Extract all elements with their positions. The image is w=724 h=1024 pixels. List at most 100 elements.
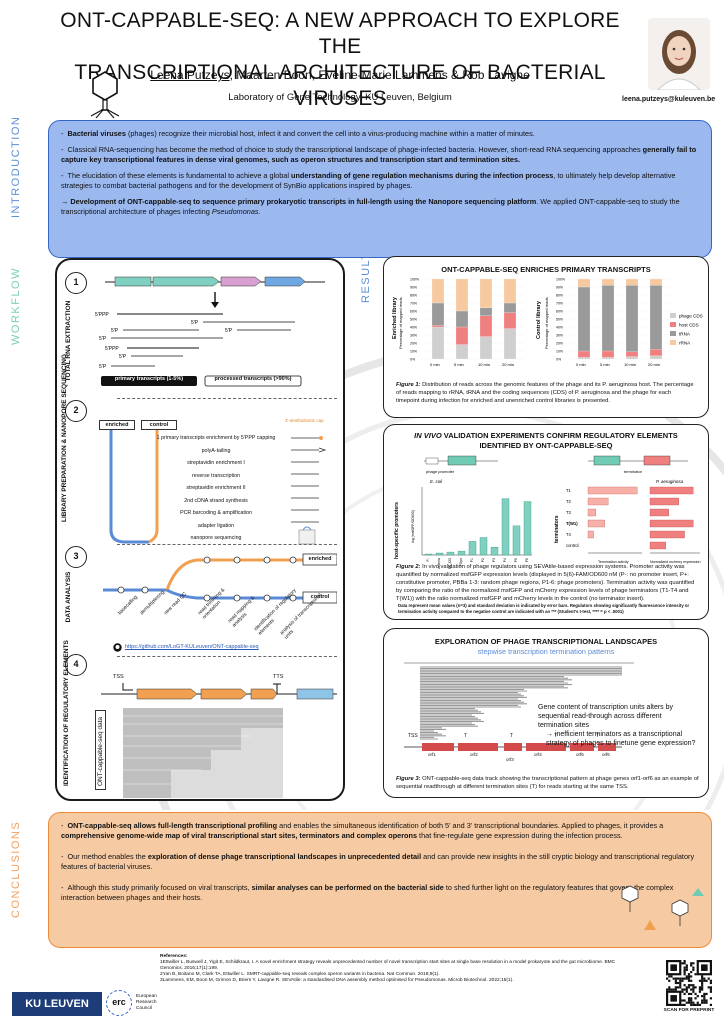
qr-module-11-12 — [692, 984, 695, 987]
fig2-promoter-bar-5 — [479, 537, 488, 556]
qr-module-3-9 — [685, 966, 688, 969]
fig1-bar-1-0-1 — [577, 350, 591, 358]
qr-module-13-15 — [698, 988, 702, 991]
github-link[interactable]: https://github.com/LoGT-KULeuven/ONT-cap… — [125, 644, 259, 650]
fig1-panel-label-1: Control library — [536, 300, 542, 339]
qr-module-15-8 — [683, 992, 686, 996]
qr-module-1-11 — [690, 962, 693, 965]
prep-step-8: adapter ligation — [197, 522, 235, 529]
qr-module-9-16 — [701, 979, 704, 982]
affiliation: Laboratory of Gene Technology, KU Leuven… — [228, 92, 452, 103]
fig1-ytick-1-10: 0% — [556, 358, 561, 362]
other-authors: , Maarten Boon, Eveline-Marie Lammens & … — [229, 68, 530, 82]
qr-module-12-12 — [692, 986, 695, 989]
qr-module-19-14 — [696, 1001, 699, 1004]
qr-module-1-8 — [683, 962, 686, 965]
qr-module-10-16 — [701, 981, 704, 985]
fig1-panel-label-0: Enriched library — [392, 296, 398, 339]
qr-module-7-11 — [690, 975, 693, 978]
fig1-ytick-0-7: 30% — [410, 334, 417, 338]
reference-3: 3Lammens, EM, Boon M, Grimon D, Briers Y… — [160, 978, 514, 983]
fig1-bar-1-0-2 — [577, 286, 591, 352]
fig1-bar-0-2-3 — [479, 278, 493, 308]
biotin-note: 3'-desthiobiotin cap — [285, 418, 324, 423]
fig2-term-row-label-1: T2 — [566, 499, 572, 504]
fig2-xlabel-mcherry: Normalized mcherry expression — [650, 560, 701, 564]
fig1-bar-1-1-2 — [601, 285, 615, 352]
label-5ppp-3: 5'PPP — [105, 346, 119, 352]
qr-module-1-12 — [692, 962, 695, 965]
figure-1-caption-label: Figure 1: — [396, 382, 421, 388]
qr-module-6-8 — [683, 973, 686, 976]
fig2-term-activity-0 — [587, 486, 638, 495]
qr-module-7-10 — [687, 975, 691, 978]
fig1-ytick-1-1: 90% — [556, 286, 563, 290]
conclusion-1-bold: ONT-cappable-seq allows full-length tran… — [67, 821, 278, 830]
qr-module-12-15 — [698, 986, 702, 989]
fig2-promoter-xtick-8: P5 — [514, 558, 518, 562]
contact-email[interactable]: leena.putzeys@kuleuven.be — [622, 96, 716, 103]
qr-module-10-20 — [709, 981, 712, 985]
fig2-term-activity-4 — [587, 530, 594, 539]
fig2-mcherry-bar-5 — [649, 541, 666, 550]
qr-module-20-12 — [692, 1003, 695, 1006]
qr-module-11-10 — [687, 984, 691, 987]
qr-module-7-2 — [670, 975, 673, 978]
qr-module-18-11 — [690, 999, 693, 1002]
control-tag: control — [141, 420, 177, 430]
fig2-promoter-xtick-3: PSyn — [459, 558, 463, 566]
qr-module-8-19 — [707, 977, 710, 980]
qr-module-11-8 — [683, 984, 686, 987]
qr-module-10-6 — [679, 981, 682, 985]
fig2-promoter-xtick-6: P3 — [492, 558, 496, 562]
qr-module-4-9 — [685, 968, 688, 971]
qr-module-20-13 — [694, 1003, 697, 1006]
figure-3-note-2: → inefficient terminators as a transcrip… — [546, 731, 696, 747]
prep-step-2: polyA-tailing — [201, 447, 231, 454]
conclusion-2-bold: exploration of dense phage transcription… — [147, 852, 422, 861]
label-5p-1: 5'P — [191, 320, 199, 326]
fig1-bar-1-3-2 — [649, 285, 663, 350]
qr-module-10-5 — [676, 981, 680, 985]
fig2-term-activity-3 — [587, 519, 605, 528]
tss-label: TSS — [113, 674, 124, 680]
fig2-promoter-xtick-2: PBBa_J23 — [448, 558, 452, 569]
qr-module-8-17 — [703, 977, 706, 980]
fig2-promoter-bar-9 — [523, 501, 532, 556]
fig2-term-row-label-4: T4 — [566, 532, 572, 537]
figure-1-caption-text: Distribution of reads across the genomic… — [396, 382, 694, 404]
enriched-output: enriched — [308, 556, 332, 562]
control-output: control — [310, 594, 330, 600]
fig1-legend-label-2: tRNA — [679, 332, 691, 337]
fig1-xtick-0-1: 5 min — [454, 362, 464, 367]
orf4-label: orf4 — [534, 752, 542, 757]
fig2-promoter-bar-7 — [501, 498, 510, 556]
qr-module-12-1 — [668, 986, 671, 989]
qr-module-13-20 — [709, 988, 712, 991]
qr-module-8-8 — [683, 977, 686, 980]
qr-module-13-3 — [672, 988, 675, 991]
conclusion-1-text-b: that fine-regulate gene expression durin… — [417, 831, 623, 840]
intro-p3-bold: understanding of gene regulation mechani… — [291, 171, 554, 180]
conclusion-1-text-a: and enables the simultaneous identificat… — [277, 821, 664, 830]
qr-module-19-17 — [703, 1001, 706, 1004]
qr-module-19-18 — [705, 1001, 708, 1004]
qr-module-8-6 — [679, 977, 682, 980]
fig2-mcherry-bar-3 — [649, 519, 694, 528]
rna-extraction-diagram: 5'PPP 5'P 5'P 5'P 5'P 5'PPP 5'P 5'P — [95, 276, 325, 387]
fig1-ytick-1-2: 80% — [556, 294, 563, 298]
title-line-1: ONT-CAPPABLE-SEQ: A NEW APPROACH TO EXPL… — [60, 9, 620, 58]
qr-module-16-17 — [703, 995, 706, 998]
qr-code-icon[interactable] — [666, 960, 712, 1006]
qr-module-9-4 — [674, 979, 677, 982]
fig1-xtick-1-3: 20 min — [648, 362, 660, 367]
figure-2-title-italic: IN VIVO — [414, 431, 442, 440]
figure-3-t1: T — [464, 733, 468, 739]
fig2-term-row-label-3: T(W1) — [566, 521, 578, 526]
qr-module-2-9 — [685, 964, 688, 967]
gene-4 — [264, 276, 306, 287]
references: References: 1Ettwiller L, Buswell J, Yig… — [160, 954, 620, 984]
qr-module-12-19 — [707, 986, 710, 989]
